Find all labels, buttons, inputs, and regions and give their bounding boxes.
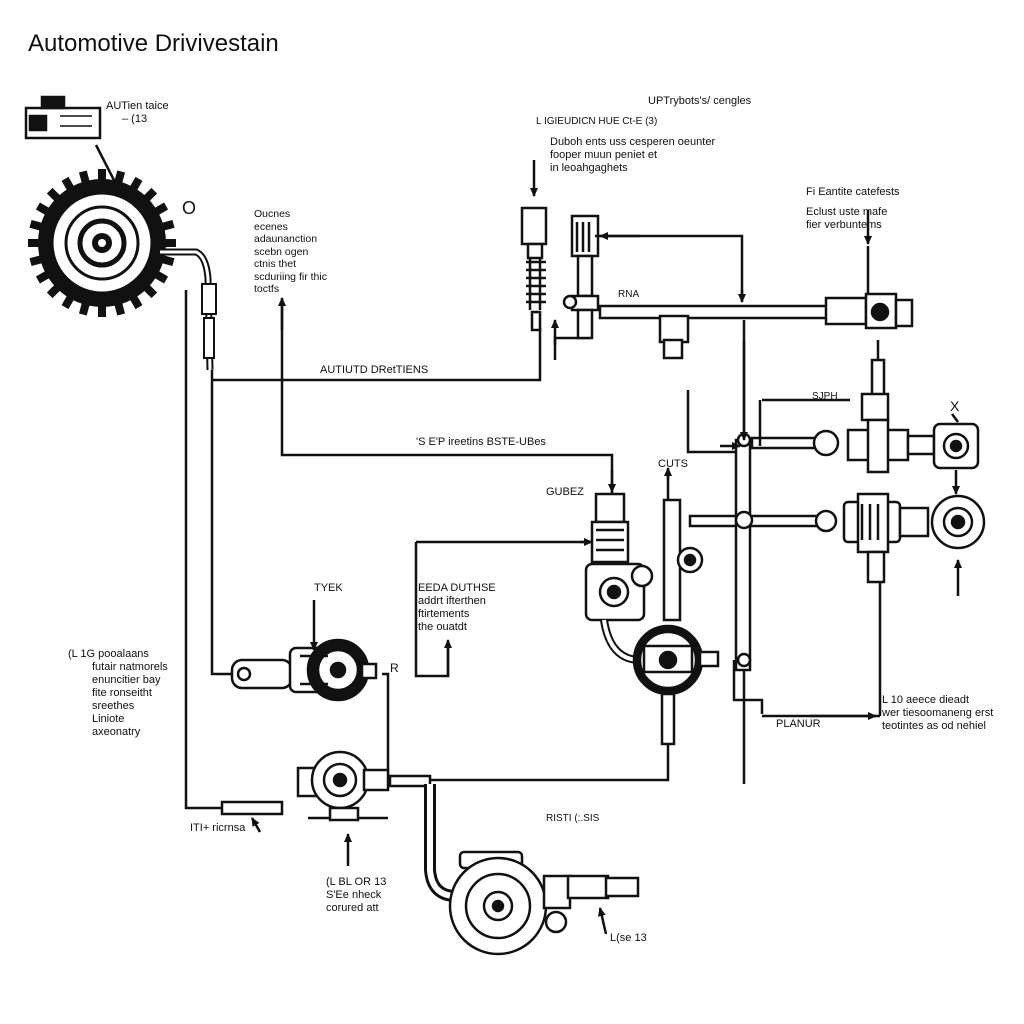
top-mid-note: Duboh ents uss cesperen oeunter fooper m… <box>550 136 715 175</box>
top-right-heading: UPTrybots's/ cengles <box>648 95 752 107</box>
label-line: toctfs <box>254 283 280 295</box>
diagram-title: Automotive Drivivestain <box>28 30 279 57</box>
left-note: Oucnes ecenes adaunanction scebn ogen ct… <box>254 208 327 296</box>
bottom-right-label: L(se 13 <box>610 932 647 944</box>
label-line: sreethes <box>92 700 135 712</box>
gear-tooth <box>98 303 106 317</box>
gear-tooth <box>151 202 169 217</box>
sensor-box-icon <box>24 95 102 140</box>
gear-tooth <box>158 254 175 267</box>
fitting-icon <box>201 283 217 359</box>
tie-rods <box>598 304 840 533</box>
label-line: ctnis thet <box>254 258 297 270</box>
gear-tooth <box>151 269 169 284</box>
gear-tooth <box>46 187 63 204</box>
center-note: EEDA DUTHSE addrt ifterthen ftirtements … <box>418 582 496 634</box>
gear-tooth <box>29 254 46 267</box>
gear-tooth <box>35 269 53 284</box>
gubez-label: GUBEZ <box>546 486 584 498</box>
gear-tooth <box>78 299 91 316</box>
gear-tooth <box>162 239 176 247</box>
sjph-label: SJPH <box>812 391 838 402</box>
differential-icon <box>632 624 720 746</box>
auto-drive-label: AUTIUTD DRetTIENS <box>320 364 429 376</box>
arrows <box>250 160 962 935</box>
gear-tooth <box>128 176 143 194</box>
right-upper-note: Eclust uste mafe fier verbuntems <box>806 206 887 232</box>
bottom-left-label: ITI+ ricrnsa <box>190 822 246 834</box>
label-line: fite ronseitht <box>92 687 152 699</box>
label-line: Liniote <box>92 713 125 725</box>
gear-tooth <box>113 170 126 187</box>
gear-tooth <box>28 239 42 247</box>
label-line: scebn ogen <box>254 245 309 258</box>
label-line: Eclust uste mafe <box>806 206 888 218</box>
label-line: wer tiesoomaneng erst <box>882 707 994 719</box>
label-line: fier verbuntems <box>806 219 882 231</box>
o-mark-label: O <box>182 198 197 218</box>
label-line: AUTien taice <box>106 100 169 112</box>
gear-tooth <box>128 292 143 310</box>
mid-heading: 'S E'P ireetins BSTE-UBes <box>416 436 546 448</box>
label-line: the ouatdt <box>418 621 467 633</box>
label-line: teotintes as od nehiel <box>882 720 986 732</box>
bottom-pump-icon <box>448 850 640 956</box>
gear-tooth <box>46 282 63 299</box>
upper-right-joint-icon <box>824 292 914 422</box>
planur-label: PLANUR <box>776 718 821 730</box>
label-line: scduriing fir thic <box>254 270 327 283</box>
label-line: fooper muun peniet et <box>550 149 658 161</box>
bottom-left-actuator-icon <box>220 750 432 822</box>
label-line: Oucnes <box>254 208 291 220</box>
label-line: EEDA DUTHSE <box>418 582 496 594</box>
label-line: in leoahgaghets <box>550 162 628 174</box>
label-line: futair natmorels <box>92 661 168 673</box>
gear-tooth <box>141 187 158 204</box>
label-line: (L 1G pooalaans <box>68 648 149 660</box>
gear-tooth <box>98 169 106 183</box>
right-upper-heading: Fi Eantite catefests <box>806 186 900 198</box>
right-actuator-icon <box>846 418 980 474</box>
center-pump-icon <box>584 492 654 664</box>
bottom-stack-note: (L BL OR 13 S'Ee nheck corured att <box>326 876 386 915</box>
gear-tooth <box>113 299 126 316</box>
label-line: ecenes <box>254 220 288 233</box>
bottom-center-small-label: RISTI (:.SIS <box>546 813 600 824</box>
r-mark-label: R <box>390 661 399 675</box>
right-hub-icon <box>842 492 986 584</box>
label-line: (L BL OR 13 <box>326 876 387 888</box>
injector-left-icon <box>520 206 548 332</box>
top-mid-small-label: L IGIEUDICN HUE Ct-E (3) <box>536 116 658 127</box>
left-mid-note: (L 1G pooalaans futair natmorels enuncit… <box>68 648 168 739</box>
label-line: L 10 aeece dieadt <box>882 694 970 706</box>
gear-tooth <box>29 219 46 232</box>
label-line: ftirtements <box>418 608 470 620</box>
label-line: S'Ee nheck <box>326 889 382 901</box>
large-gear-icon <box>28 169 176 317</box>
label-line: Duboh ents uss cesperen oeunter <box>550 136 716 148</box>
gear-tooth <box>61 292 76 310</box>
top-left-box-label: AUTien taice – (13 <box>106 100 169 126</box>
right-lower-note: L 10 aeece dieadt wer tiesoomaneng erst … <box>882 694 993 733</box>
label-line: enuncitier bay <box>92 674 161 686</box>
gear-tooth <box>35 202 53 217</box>
rna-label: RNA <box>618 289 640 300</box>
gear-tooth <box>158 219 175 232</box>
label-line: corured att <box>326 902 379 914</box>
cuts-label: CUTS <box>658 458 688 470</box>
valve-cluster-icon <box>662 432 754 672</box>
label-line: addrt ifterthen <box>418 595 486 607</box>
label-line: axeonatry <box>92 726 141 738</box>
gear-tooth <box>61 176 76 194</box>
gear-tooth <box>141 282 158 299</box>
label-line: – (13 <box>122 113 148 125</box>
x-mark-label: X <box>950 398 960 414</box>
gearbox-icon <box>230 638 378 702</box>
gear-tooth <box>78 170 91 187</box>
injector-right-icon <box>562 214 600 340</box>
tyek-label: TYEK <box>314 582 343 594</box>
label-line: adaunanction <box>254 233 318 245</box>
